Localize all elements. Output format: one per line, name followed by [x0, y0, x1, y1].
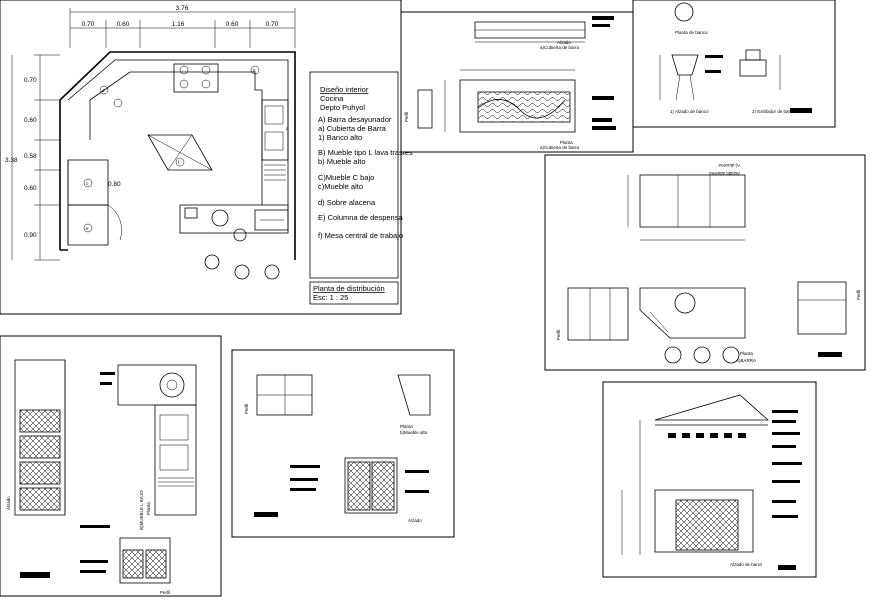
label-perfil-4: Perfil	[160, 590, 170, 595]
legend-item-9: f) Mesa central de trabajo	[318, 231, 403, 240]
dim-left-0: 0.70	[24, 77, 37, 84]
label-perfil-5: Perfil	[244, 404, 249, 414]
label-planta-cubierta: Planta	[560, 140, 573, 145]
label-planta-mueble-l-2: B)MUEBLE L BAJO	[139, 490, 144, 530]
legend-item-7: d) Sobre alacena	[318, 198, 376, 207]
dim-top-4: 0.70	[266, 21, 279, 28]
dim-top-2: 1.16	[172, 21, 185, 28]
label-planta-mueble-alto-2: b)Mueble alto	[400, 430, 428, 435]
label-alzado-l: Alzado	[6, 496, 11, 510]
dim-top-0: 0.70	[82, 21, 95, 28]
legend-title: Diseño interior	[320, 85, 369, 94]
plan-marker-b: b	[253, 68, 256, 73]
label-planta-cubierta-2: a)Cubierta de barra	[540, 145, 580, 150]
label-alzado-alacena-inv-1: Alzado alacena	[709, 171, 740, 176]
legend-item-3: B) Mueble tipo L lava trastes	[318, 148, 413, 157]
legend-item-6: c)Mueble alto	[318, 182, 363, 191]
plan-marker-c: c	[86, 181, 89, 186]
dim-left-1: 0.60	[24, 117, 37, 124]
label-alzado-barra: Alzado de barra	[730, 562, 762, 567]
plan-walls: a b c d e f 0.80	[59, 51, 296, 280]
label-alzado-cubierta-2: a)Cubierta de barra	[540, 45, 580, 50]
floor-plan-sheet: 3.76 0.70 0.60 1.16 0.60 0.70 3.38 0.70	[0, 0, 413, 315]
bar-elevation-sheet: Alzado de barra	[602, 381, 817, 578]
legend-subtitle-2: Depto Puhyol	[320, 103, 365, 112]
counter-top-sheet: Alzado a)Cubierta de barra Planta a)Cubi…	[400, 11, 634, 153]
label-perfil-3: Perfil	[856, 290, 861, 300]
legend-item-4: b) Mueble alto	[318, 157, 366, 166]
legend-item-2: 1) Banco alto	[318, 133, 362, 142]
dim-total-height: 3.38	[5, 157, 18, 164]
dim-inner: 0.80	[108, 181, 121, 188]
label-exhibidor-banco: 2) Exhibidor de banco	[752, 109, 796, 114]
plan-marker-a: a	[286, 126, 289, 131]
plan-dims-left: 3.38 0.70 0.60 0.58 0.60 0.90	[5, 54, 60, 261]
legend-item-0: A) Barra desayunador	[318, 115, 392, 124]
plan-marker-d: d	[102, 88, 105, 93]
label-perfil-1: Perfil	[404, 112, 409, 122]
dim-top-3: 0.60	[226, 21, 239, 28]
label-alzado-banco: 1) Alzado de banco	[670, 109, 709, 114]
dim-top-1: 0.60	[117, 21, 130, 28]
dim-total-width: 3.76	[176, 5, 189, 12]
label-planta-banco: Planta de banco	[675, 30, 708, 35]
label-alzado-alacena-inv-2: A) alacena	[718, 163, 740, 168]
l-cabinet-sheet: Alzado Planta B)MUEBLE L BAJO Perfil	[0, 335, 222, 597]
pendant-lamps	[668, 433, 746, 438]
stamp-scale: Esc: 1 : 25	[313, 293, 348, 302]
legend-box: Diseño interior Cocina Depto Puhyol A) B…	[309, 71, 413, 305]
label-planta-barra: Planta	[740, 351, 753, 356]
legend-item-5: C)Mueble C bajo	[318, 173, 374, 182]
legend-item-1: a) Cubierta de Barra	[318, 124, 387, 133]
plan-marker-f: f	[178, 160, 180, 165]
stool-sheet: Planta de banco 1) Alzado de banco 2) Ex…	[632, 0, 836, 128]
label-planta-mueble-alto: Planta	[400, 424, 413, 429]
label-alzado-cubierta: Alzado	[557, 40, 571, 45]
label-perfil-2: Perfil	[556, 330, 561, 340]
dim-left-4: 0.90	[24, 232, 37, 239]
upper-cabinet-sheet: Perfil Planta b)Mueble alto Alzado	[231, 349, 455, 538]
label-planta-barra-2: A)BARRA	[736, 358, 756, 363]
stamp-title: Planta de distribución	[313, 284, 385, 293]
label-planta-mueble-l: Planta	[146, 502, 151, 515]
plan-marker-e: e	[86, 226, 89, 231]
bar-sheet: Alzado alacena A) alacena Perfil Planta …	[544, 154, 866, 371]
dim-left-2: 0.58	[24, 153, 37, 160]
label-alzado-center: Alzado	[408, 518, 422, 523]
legend-subtitle-1: Cocina	[320, 94, 344, 103]
plan-dims-top: 3.76 0.70 0.60 1.16 0.60 0.70	[69, 5, 296, 48]
dim-left-3: 0.60	[24, 185, 37, 192]
legend-item-8: E) Columna de despensa	[318, 213, 403, 222]
